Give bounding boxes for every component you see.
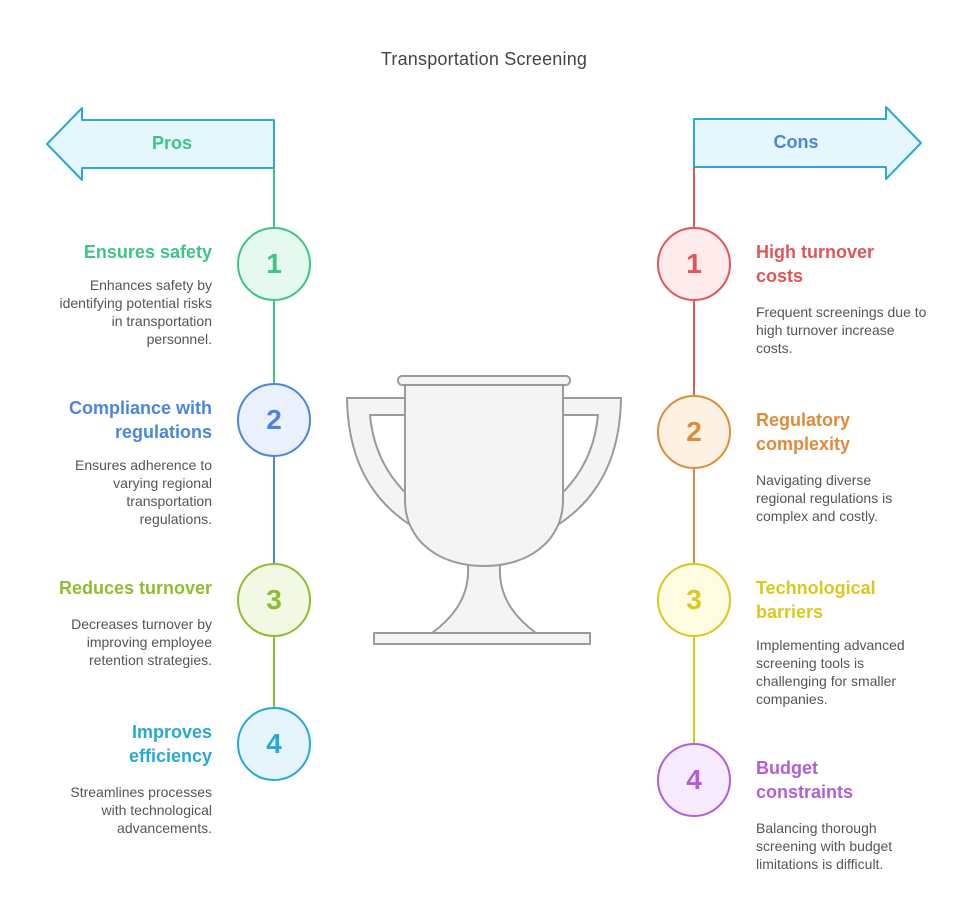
pros-number-3: 3 <box>266 584 282 615</box>
cons-circle-3 <box>657 563 731 637</box>
cons-number-1: 1 <box>686 248 702 279</box>
pros-arrow <box>46 107 275 181</box>
pros-circle-1 <box>237 227 311 301</box>
cons-number-3: 3 <box>686 584 702 615</box>
pros-item-desc-4: Streamlines processes with technological… <box>70 784 212 836</box>
pros-label: Pros <box>151 133 193 153</box>
pros-item-desc-3: Decreases turnover by improving employee… <box>71 616 212 668</box>
pros-item-desc-1: Enhances safety by identifying potential… <box>59 277 212 347</box>
pros-item-title-2: Compliance with regulations <box>68 398 212 442</box>
cons-circle-4 <box>657 743 731 817</box>
cons-item-title-3: Technological barriers <box>756 578 876 622</box>
pros-item-title-4: Improves efficiency <box>128 722 212 766</box>
cons-number-2: 2 <box>686 416 702 447</box>
cons-number-4: 4 <box>686 764 702 795</box>
cons-item-desc-4: Balancing thorough screening with budget… <box>756 820 893 872</box>
page-title: Transportation Screening <box>380 49 588 69</box>
cons-arrow <box>693 106 922 180</box>
cons-item-title-2: Regulatory complexity <box>756 410 851 454</box>
pros-circle-3 <box>237 563 311 637</box>
pros-circle-4 <box>237 707 311 781</box>
cons-item-desc-3: Implementing advanced screening tools is… <box>756 637 905 707</box>
cons-item-desc-2: Navigating diverse regional regulations … <box>756 472 893 524</box>
cons-circle-2 <box>657 395 731 469</box>
pros-item-desc-2: Ensures adherence to varying regional tr… <box>75 457 212 527</box>
cons-circle-1 <box>657 227 731 301</box>
cons-item-desc-1: Frequent screenings due to high turnover… <box>756 304 927 356</box>
cons-item-title-1: High turnover costs <box>756 242 875 286</box>
cons-item-title-4: Budget constraints <box>756 758 854 802</box>
pros-item-title-3: Reduces turnover <box>58 578 212 598</box>
pros-number-4: 4 <box>266 728 282 759</box>
pros-circle-2 <box>237 383 311 457</box>
pros-number-1: 1 <box>266 248 282 279</box>
pros-item-title-1: Ensures safety <box>83 242 212 262</box>
trophy-icon <box>346 375 622 645</box>
pros-number-2: 2 <box>266 404 282 435</box>
cons-label: Cons <box>773 132 819 152</box>
